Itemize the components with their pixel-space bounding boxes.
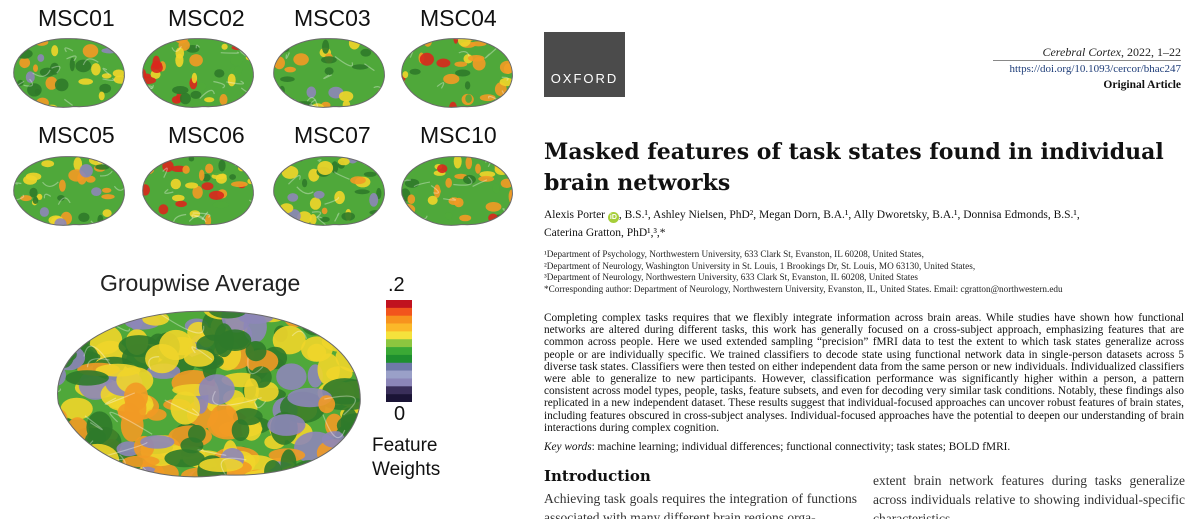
legend-caption-line2: Weights bbox=[372, 459, 441, 480]
subject-label-msc03: MSC03 bbox=[294, 5, 371, 31]
colorbar-segment bbox=[386, 394, 412, 402]
section-heading-introduction: Introduction bbox=[544, 467, 651, 485]
colorbar-segment bbox=[386, 370, 412, 379]
legend-max-label: .2 bbox=[388, 274, 405, 296]
brain-map-msc10 bbox=[401, 156, 513, 226]
colorbar-segment bbox=[386, 378, 412, 387]
keywords-label: Key words bbox=[544, 441, 592, 453]
colorbar-segment bbox=[386, 354, 412, 364]
brain-map-msc05 bbox=[13, 156, 125, 226]
colorbar-segment bbox=[386, 339, 412, 348]
affiliation-1: ¹Department of Psychology, Northwestern … bbox=[544, 249, 924, 259]
colorbar-segment bbox=[386, 362, 412, 371]
keywords: Key words: machine learning; individual … bbox=[544, 441, 1194, 453]
brain-map-msc04 bbox=[401, 38, 513, 108]
abstract: Completing complex tasks requires that w… bbox=[544, 312, 1184, 434]
colorbar-segment bbox=[386, 386, 412, 395]
body-column-left: Achieving task goals requires the integr… bbox=[544, 491, 857, 519]
author-list: Alexis Porter iD, B.S.¹, Ashley Nielsen,… bbox=[544, 206, 1194, 242]
subject-label-msc07: MSC07 bbox=[294, 122, 371, 148]
colorbar-segment bbox=[386, 323, 412, 332]
brain-map-msc06 bbox=[142, 156, 254, 226]
journal-citation: Cerebral Cortex, 2022, 1–22 bbox=[1042, 45, 1181, 60]
affiliations: ¹Department of Psychology, Northwestern … bbox=[544, 249, 1194, 295]
corresponding-author: *Corresponding author: Department of Neu… bbox=[544, 283, 1063, 294]
journal-name: Cerebral Cortex bbox=[1042, 45, 1121, 59]
subject-label-msc02: MSC02 bbox=[168, 5, 245, 31]
body-column-right: extent brain network features during tas… bbox=[873, 473, 1185, 519]
colorbar-segment bbox=[386, 347, 412, 356]
header-rule bbox=[993, 60, 1181, 61]
subject-label-msc10: MSC10 bbox=[420, 122, 497, 148]
publisher-name: OXFORD bbox=[550, 71, 619, 86]
brain-map-msc02 bbox=[142, 38, 254, 108]
legend-caption: Feature Weights bbox=[372, 434, 440, 482]
brain-map-msc07 bbox=[273, 156, 385, 226]
affiliation-2: ²Department of Neurology, Washington Uni… bbox=[544, 260, 976, 271]
legend-caption-line1: Feature bbox=[372, 435, 438, 456]
subject-label-msc05: MSC05 bbox=[38, 122, 115, 148]
journal-info: , 2022, 1–22 bbox=[1121, 45, 1181, 59]
orcid-icon[interactable]: iD bbox=[607, 212, 619, 223]
legend-min-label: 0 bbox=[394, 403, 406, 425]
paper-first-page: OXFORD Cerebral Cortex, 2022, 1–22 https… bbox=[528, 0, 1200, 519]
colorbar-segment bbox=[386, 315, 412, 324]
subject-label-msc04: MSC04 bbox=[420, 5, 497, 31]
colorbar-segment bbox=[386, 300, 412, 309]
feature-weights-colorbar bbox=[386, 300, 412, 402]
article-type: Original Article bbox=[1103, 79, 1181, 91]
colorbar-segment bbox=[386, 331, 412, 340]
first-author: Alexis Porter bbox=[544, 209, 606, 221]
brain-map-msc01 bbox=[13, 38, 125, 108]
groupwise-average-brain bbox=[57, 310, 361, 478]
colorbar-segment bbox=[386, 307, 412, 316]
oxford-logo: OXFORD bbox=[544, 32, 625, 97]
affiliation-3: ³Department of Neurology, Northwestern U… bbox=[544, 272, 919, 282]
authors-line2: Caterina Gratton, PhD¹,³,* bbox=[544, 227, 666, 239]
doi-link[interactable]: https://doi.org/10.1093/cercor/bhac247 bbox=[1009, 63, 1182, 75]
authors-rest: , B.S.¹, Ashley Nielsen, PhD², Megan Dor… bbox=[618, 209, 1080, 221]
groupwise-title: Groupwise Average bbox=[100, 270, 301, 296]
subject-label-msc01: MSC01 bbox=[38, 5, 115, 31]
paper-title: Masked features of task states found in … bbox=[544, 139, 1164, 196]
brain-map-msc03 bbox=[273, 38, 385, 108]
subject-label-msc06: MSC06 bbox=[168, 122, 245, 148]
keywords-list: : machine learning; individual differenc… bbox=[591, 441, 1011, 453]
